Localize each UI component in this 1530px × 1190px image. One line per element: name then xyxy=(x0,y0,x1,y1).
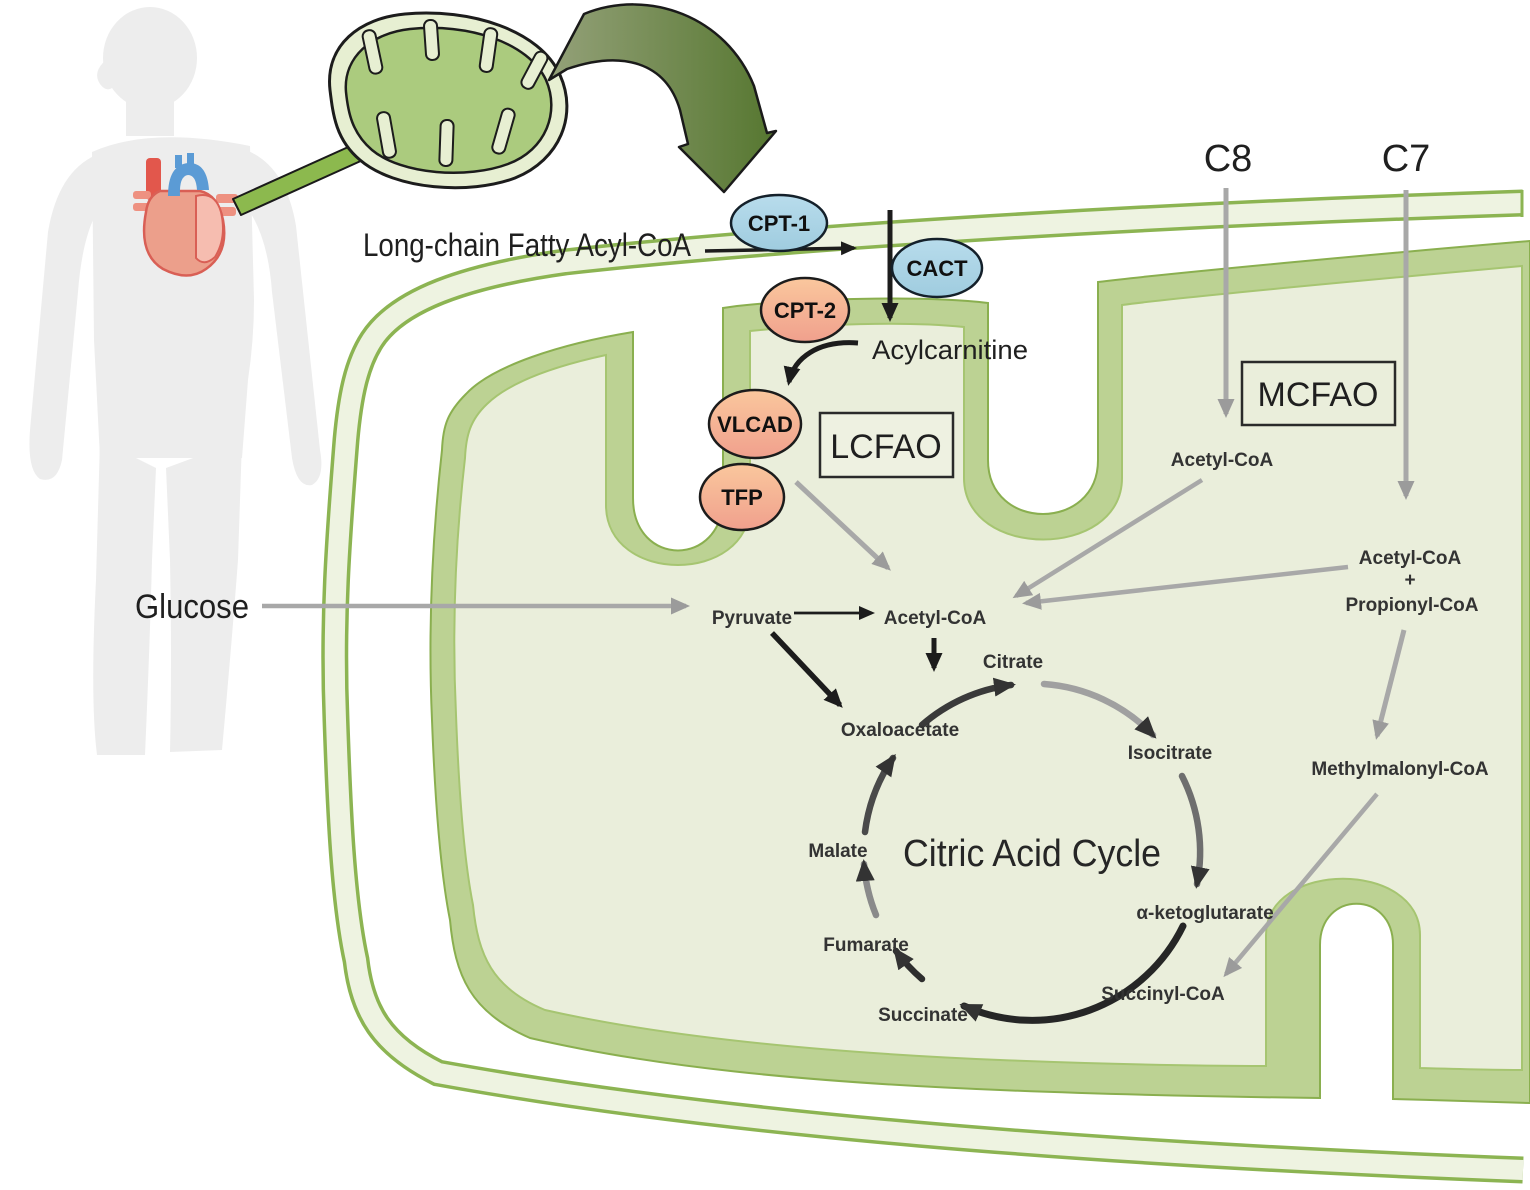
heart-icon xyxy=(133,153,238,277)
right-acetylcoa-to-central-arrow xyxy=(1022,564,1349,610)
pyruvate-to-oxaloacetate-arrow xyxy=(770,631,843,708)
outer-membrane-lumen xyxy=(324,193,1524,1180)
silhouette-neck xyxy=(126,90,174,136)
arc-oxaloacetate-citrate xyxy=(918,677,1016,729)
label-propionyl-coa: Propionyl-CoA xyxy=(1346,595,1479,616)
lcfao-label: LCFAO xyxy=(830,428,941,466)
label-malate: Malate xyxy=(808,841,867,862)
label-c7: C7 xyxy=(1382,138,1431,180)
cpt1-label: CPT-1 xyxy=(748,211,810,236)
label-glucose: Glucose xyxy=(135,588,249,626)
methylmalonyl-to-succinyl-arrow xyxy=(1223,792,1379,978)
enzyme-tfp: TFP xyxy=(698,462,786,532)
propionyl-to-methylmalonyl-arrow xyxy=(1372,629,1407,740)
citric-acid-cycle-title: Citric Acid Cycle xyxy=(903,833,1161,875)
arc-citrate-isocitrate xyxy=(1040,680,1157,739)
arc-ketoglutarate-succinate xyxy=(959,922,1187,1024)
heart-blue-stub-1 xyxy=(175,155,182,168)
tfp-label: TFP xyxy=(721,485,763,510)
mcfao-acetylcoa-to-central-arrow xyxy=(1012,478,1204,599)
silhouette-left-leg xyxy=(93,440,156,755)
black-arrows xyxy=(704,210,943,708)
cpt2-label: CPT-2 xyxy=(774,298,836,323)
silhouette-head xyxy=(103,7,197,109)
label-succinyl-coa: Succinyl-CoA xyxy=(1101,984,1225,1005)
label-mcfao-acetyl-coa: Acetyl-CoA xyxy=(1171,450,1274,471)
label-oxaloacetate: Oxaloacetate xyxy=(841,720,959,741)
label-c8: C8 xyxy=(1204,138,1253,180)
label-fumarate: Fumarate xyxy=(823,935,909,956)
label-plus: + xyxy=(1404,570,1415,591)
label-acetyl-coa-right: Acetyl-CoA xyxy=(1359,548,1462,569)
label-acetyl-coa-central: Acetyl-CoA xyxy=(884,608,987,629)
label-succinate: Succinate xyxy=(878,1005,968,1026)
heart-aorta xyxy=(146,158,161,200)
heart-vessel-right-1 xyxy=(216,194,238,203)
outer-membrane xyxy=(321,189,1524,1184)
enzyme-vlcad: VLCAD xyxy=(707,388,803,460)
enzyme-cpt1: CPT-1 xyxy=(729,193,829,253)
label-long-chain-fatty-acyl-coa: Long-chain Fatty Acyl-CoA xyxy=(363,227,692,263)
mitochondrion-cristae xyxy=(361,18,549,168)
mitochondrion-icon xyxy=(328,11,569,190)
enzyme-cact: CACT xyxy=(890,237,984,299)
silhouette-right-arm xyxy=(246,150,322,486)
heart-vessel-left-1 xyxy=(133,191,151,199)
heart-right-lobe xyxy=(195,194,224,264)
label-methylmalonyl-coa: Methylmalonyl-CoA xyxy=(1311,759,1489,780)
lcfao-box: LCFAO xyxy=(818,411,955,479)
silhouette-left-arm xyxy=(29,155,96,480)
label-isocitrate: Isocitrate xyxy=(1128,743,1212,764)
mcfao-label: MCFAO xyxy=(1258,376,1379,414)
arc-fumarate-malate xyxy=(855,859,880,919)
arc-succinate-fumarate xyxy=(892,946,926,983)
label-alpha-ketoglutarate: α-ketoglutarate xyxy=(1136,903,1273,924)
label-citrate: Citrate xyxy=(983,652,1043,673)
arc-isocitrate-ketoglutarate xyxy=(1178,772,1210,889)
acylcarnitine-to-vlcad-arrow xyxy=(783,340,859,386)
vlcad-label: VLCAD xyxy=(717,412,793,437)
lcfao-to-acetylcoa-arrow xyxy=(794,480,891,571)
silhouette-face-nose xyxy=(97,60,112,90)
citric-acid-cycle-arcs xyxy=(855,677,1210,1024)
mitochondrion-zoom-arrow xyxy=(547,3,778,194)
label-pyruvate: Pyruvate xyxy=(712,608,792,629)
human-silhouette xyxy=(29,7,322,755)
cact-label: CACT xyxy=(906,256,968,281)
mcfao-box: MCFAO xyxy=(1240,360,1397,427)
heart-pulmonary-arch xyxy=(168,162,209,196)
heart-blue-stub-2 xyxy=(187,153,194,166)
mitochondrial-matrix xyxy=(453,264,1523,1072)
silhouette-right-leg xyxy=(166,440,242,752)
label-acylcarnitine: Acylcarnitine xyxy=(872,335,1028,365)
enzyme-cpt2: CPT-2 xyxy=(759,276,851,344)
gray-arrows xyxy=(262,188,1415,978)
arc-malate-oxaloacetate xyxy=(861,753,897,836)
